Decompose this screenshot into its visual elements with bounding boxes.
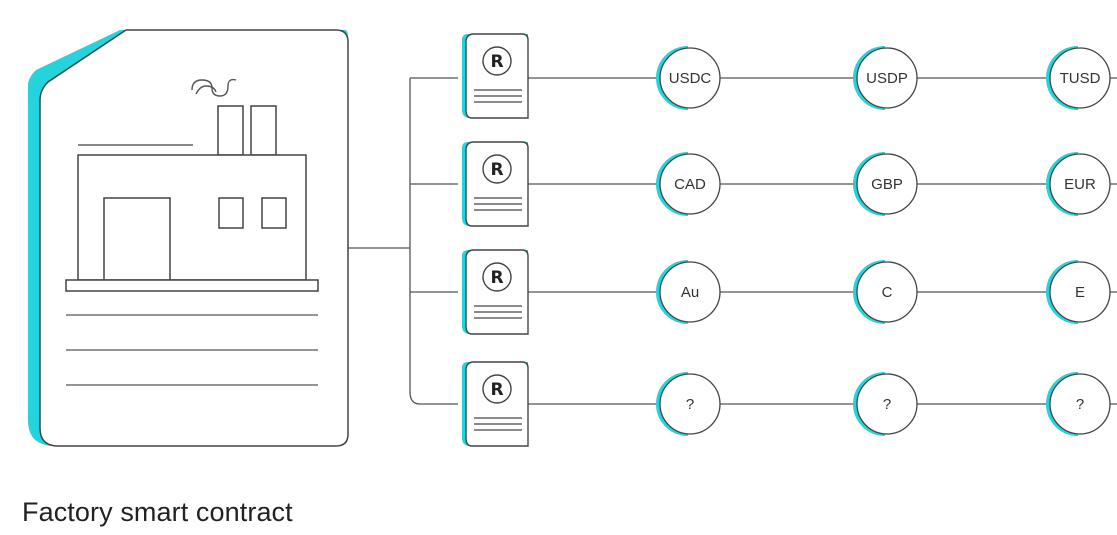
token-label: Au bbox=[681, 284, 699, 301]
smoke-icon bbox=[191, 78, 237, 97]
contract-row: R??? bbox=[462, 361, 1117, 447]
token-node: E bbox=[1046, 260, 1111, 324]
document-lines bbox=[66, 314, 318, 386]
token-label: ? bbox=[883, 396, 891, 413]
token-label: USDC bbox=[669, 70, 712, 87]
token-node: USDC bbox=[656, 46, 721, 110]
token-node: ? bbox=[656, 372, 721, 436]
r-token-contract-icon: R bbox=[462, 141, 529, 227]
contract-rows: R USDC USDP TUSD R CAD GBP EUR R Au C E R??? bbox=[462, 33, 1117, 447]
token-label: EUR bbox=[1064, 176, 1096, 193]
token-label: C bbox=[882, 284, 893, 301]
r-token-contract-icon: R bbox=[462, 249, 529, 335]
r-letter: R bbox=[490, 160, 503, 180]
contract-row: R Au C E bbox=[462, 249, 1117, 335]
r-letter: R bbox=[490, 268, 503, 288]
token-label: GBP bbox=[871, 176, 903, 193]
token-node: CAD bbox=[656, 152, 721, 216]
r-token-contract-icon: R bbox=[462, 33, 529, 119]
token-node: EUR bbox=[1046, 152, 1111, 216]
token-node: USDP bbox=[853, 46, 918, 110]
r-token-contract-icon: R bbox=[462, 361, 529, 447]
r-letter: R bbox=[490, 52, 503, 72]
token-label: ? bbox=[1076, 396, 1084, 413]
token-node: ? bbox=[853, 372, 918, 436]
token-node: ? bbox=[1046, 372, 1111, 436]
token-label: TUSD bbox=[1060, 70, 1101, 87]
r-letter: R bbox=[490, 380, 503, 400]
token-node: TUSD bbox=[1046, 46, 1111, 110]
contract-row: R CAD GBP EUR bbox=[462, 141, 1117, 227]
factory-connectors bbox=[348, 77, 458, 405]
factory-building-icon bbox=[65, 105, 319, 292]
token-node: Au bbox=[656, 260, 721, 324]
token-label: CAD bbox=[674, 176, 706, 193]
contract-row: R USDC USDP TUSD bbox=[462, 33, 1117, 119]
token-node: GBP bbox=[853, 152, 918, 216]
token-label: USDP bbox=[866, 70, 908, 87]
token-label: E bbox=[1075, 284, 1085, 301]
token-label: ? bbox=[686, 396, 694, 413]
token-node: C bbox=[853, 260, 918, 324]
diagram-caption: Factory smart contract bbox=[22, 497, 293, 527]
